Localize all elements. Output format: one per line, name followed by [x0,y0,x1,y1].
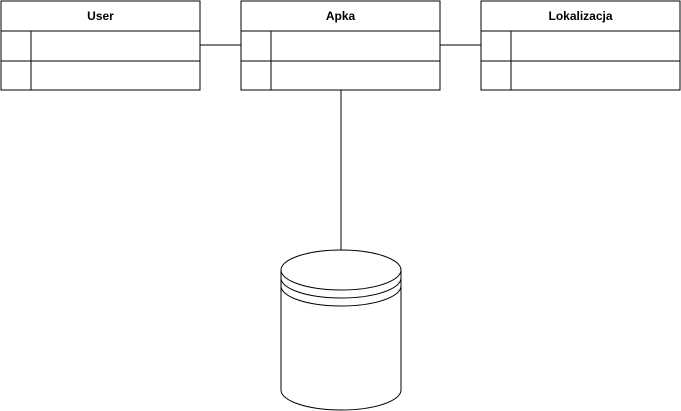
database-top [280,249,402,291]
entity-user[interactable]: User [0,0,201,91]
entity-lokalizacja[interactable]: Lokalizacja [480,0,681,91]
database-ring-2 [280,285,402,307]
entity-lokalizacja-box [480,0,681,91]
entity-apka-box [240,0,441,91]
database-body [280,270,402,411]
entity-user-title: User [87,9,114,23]
entity-user-box [0,0,201,91]
database-cylinder[interactable] [280,249,402,411]
entity-apka[interactable]: Apka [240,0,441,91]
database-ring-1 [280,277,402,299]
entity-lokalizacja-title: Lokalizacja [548,9,612,23]
entity-apka-title: Apka [326,9,356,23]
